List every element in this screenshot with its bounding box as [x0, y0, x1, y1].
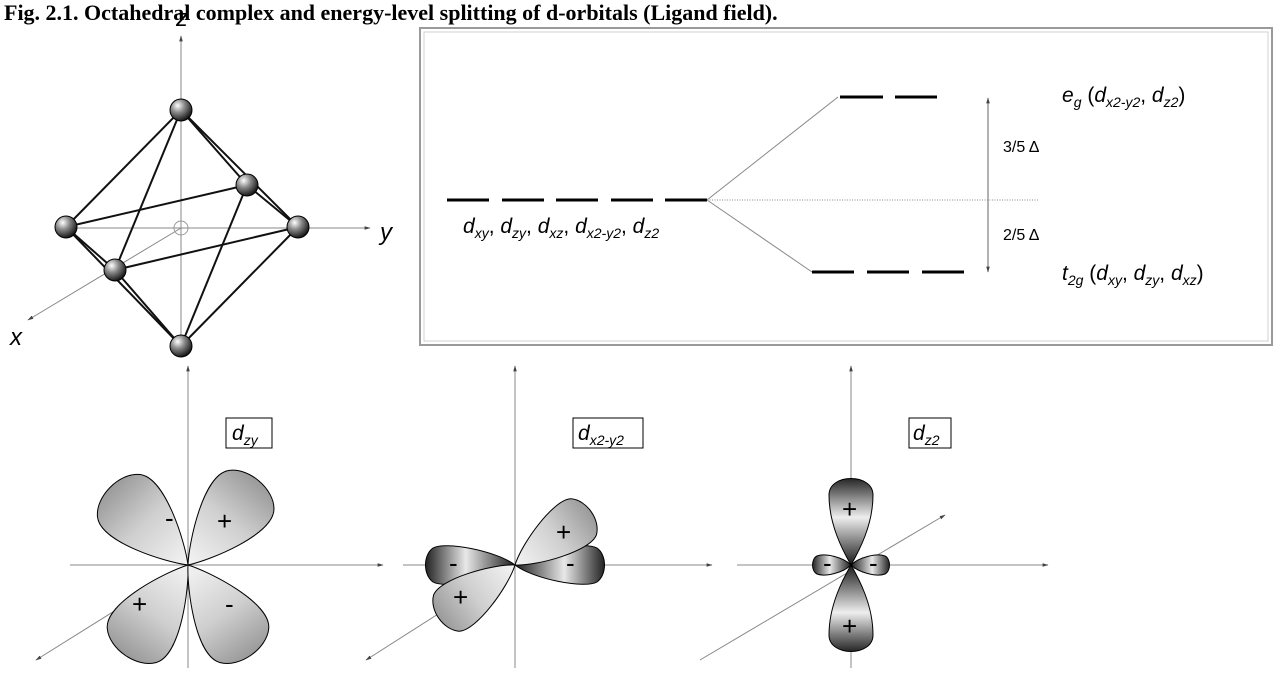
degenerate-orbitals-label: dxy, dzy, dxz, dx2-y2, dz2: [463, 215, 659, 241]
lower-gap-label: 2/5 Δ: [1003, 227, 1040, 244]
orbital-dz2-sign-right: -: [869, 548, 878, 578]
orbital-dzy-lobe-lower-right: [187, 564, 270, 664]
ligand-atom-front: [103, 258, 127, 282]
upper-gap-label: 3/5 Δ: [1003, 139, 1040, 156]
orbital-dx2y2-sign-left: -: [449, 548, 458, 578]
origin-marker: [173, 220, 189, 236]
orbital-dzy-lobe-upper-right: [187, 469, 275, 566]
orbital-dzy-diagram: - + + - dzy: [35, 365, 384, 668]
orbital-dz2-diagram: + - - + dz2: [699, 365, 1049, 668]
connector-to-eg: [706, 96, 839, 201]
octahedron-diagram: z y x: [9, 5, 394, 358]
orbital-dzy-lobe-upper-left: [96, 473, 189, 566]
panel-frame: [419, 27, 1273, 346]
orbital-dz2-lobe-bottom: [828, 563, 874, 652]
orbital-dz2-sign-bottom: +: [842, 611, 857, 641]
orbital-dzy-lobe-lower-left: [106, 564, 189, 664]
orbital-dz2-lobe-right: [850, 554, 890, 576]
orbital-dx2y2-label: dx2-y2: [578, 422, 624, 448]
orbital-dz2-lobe-top: [828, 478, 874, 567]
ligand-atom-top: [169, 98, 193, 122]
ligand-atom-back: [235, 173, 259, 197]
orbital-dz2-label: dz2: [913, 422, 940, 448]
t2g-label: t2g (dxy, dzy, dxz): [1062, 262, 1204, 288]
orbital-dzy-sign-lower-right: -: [225, 589, 234, 619]
orbital-dz2-sign-left: -: [823, 548, 832, 578]
orbital-dx2y2-label-box: [572, 417, 644, 449]
figure-caption: Fig. 2.1. Octahedral complex and energy-…: [4, 0, 778, 25]
orbital-dzy-sign-upper-left: -: [165, 503, 174, 533]
orbital-dz2-label-box: [908, 417, 952, 449]
axis-label-x: x: [9, 324, 23, 351]
orbital-dzy-sign-lower-left: +: [132, 589, 147, 619]
axis-label-y: y: [378, 219, 394, 246]
orbital-dx2y2-diagram: + - - + dx2-y2: [365, 365, 713, 668]
orbital-dx2y2-sign-lower-left: +: [453, 582, 468, 612]
orbital-dzy-sign-upper-right: +: [217, 506, 232, 536]
orbital-dzy-label-box: [225, 417, 273, 449]
orbital-dx2y2-sign-upper-right: +: [556, 517, 571, 547]
orbital-dx2y2-lobe-upper-right: [514, 498, 598, 566]
ligand-atom-right: [286, 215, 310, 239]
energy-splitting-panel: 3/5 Δ 2/5 Δ dxy, dzy, dxz, dx2-y2, dz2 e…: [419, 27, 1273, 346]
orbital-dz2-lobe-left: [812, 554, 852, 576]
orbital-dx2y2-lobe-lower-left: [432, 564, 516, 632]
ligand-atom-bottom: [169, 334, 193, 358]
orbital-dzy-label: dzy: [232, 422, 259, 448]
orbital-dx2y2-sign-right: -: [566, 548, 575, 578]
ligand-atom-left: [54, 215, 78, 239]
axis-label-z: z: [175, 5, 188, 32]
panel-inner-frame: [423, 31, 1269, 342]
orbital-dz2-sign-top: +: [842, 494, 857, 524]
eg-label: eg (dx2-y2, dz2): [1062, 84, 1185, 110]
orbital-dz2-diagonal-axis: [699, 514, 946, 661]
connector-to-t2g: [706, 199, 813, 273]
